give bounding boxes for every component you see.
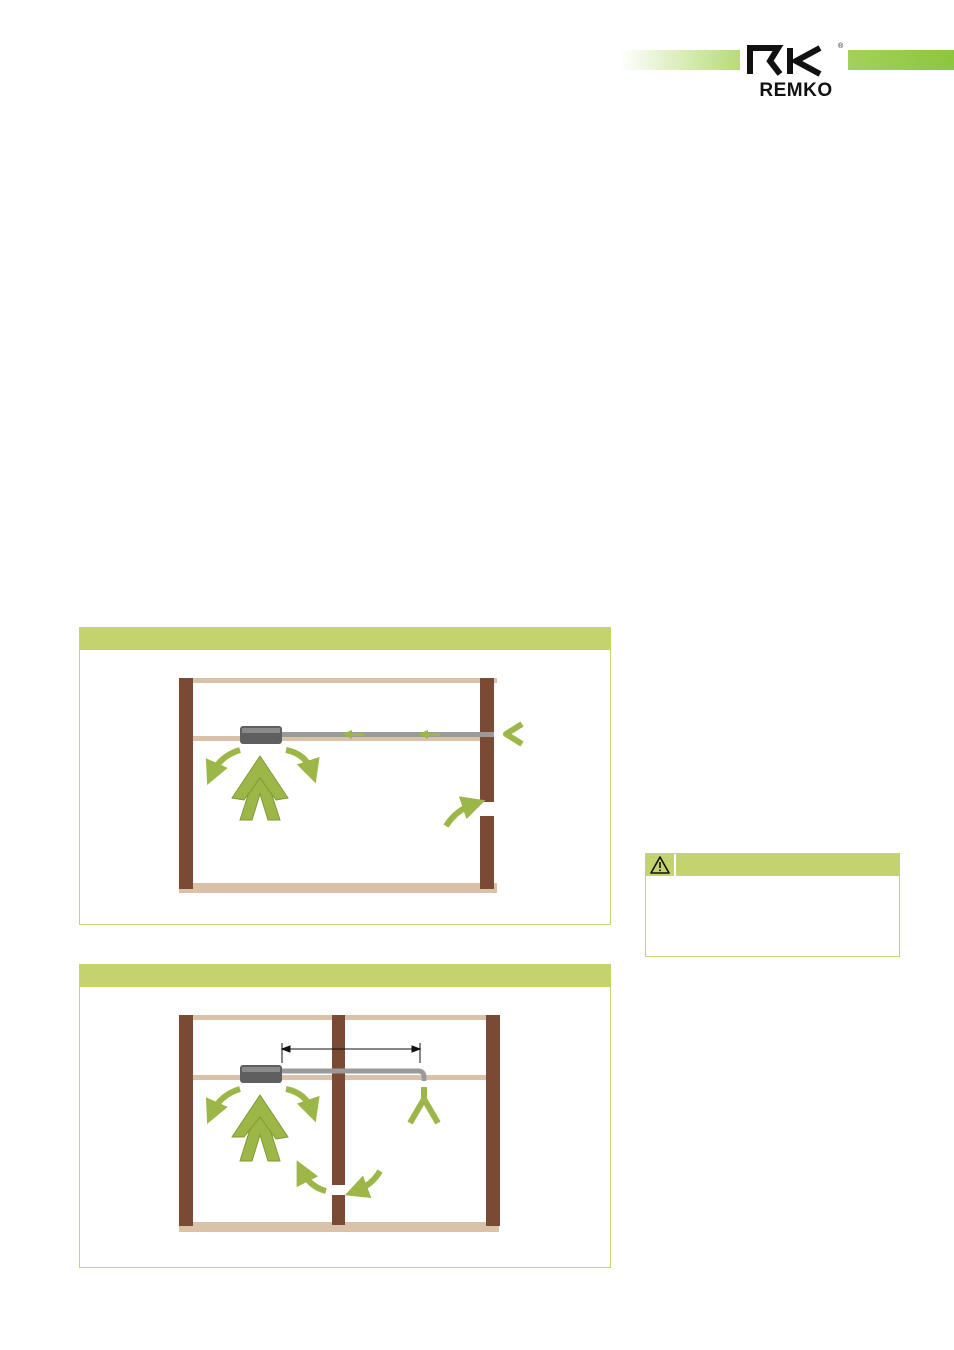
- left-outflow-arrow: [205, 747, 241, 785]
- warm-air-up-arrow: [231, 755, 289, 821]
- middle-wall-upper: [332, 1015, 345, 1185]
- left-outflow-arrow: [205, 1086, 241, 1124]
- floor: [179, 1222, 499, 1232]
- intake-arrow: [503, 721, 524, 747]
- right-wall-lower: [480, 816, 494, 889]
- right-wall-upper: [480, 678, 494, 802]
- transfer-arrow-left-room: [296, 1160, 327, 1194]
- warning-triangle-icon: [646, 854, 676, 876]
- duct-length-dimension: [280, 1043, 422, 1063]
- left-wall: [179, 678, 193, 889]
- figure-1-header: [80, 628, 610, 650]
- duct-flow-arrows: [342, 730, 440, 739]
- warning-header: [646, 854, 899, 876]
- figure-2: [79, 964, 611, 1268]
- outlet-split-arrow: [407, 1087, 441, 1125]
- return-air-arrow: [443, 796, 486, 828]
- figure-2-header: [80, 965, 610, 987]
- middle-wall-lower: [332, 1195, 345, 1225]
- upper-floor: [186, 736, 492, 741]
- ceiling: [179, 678, 497, 683]
- warm-air-up-arrow: [231, 1094, 289, 1162]
- intake-duct: [282, 732, 494, 737]
- right-wall: [486, 1015, 500, 1226]
- header-logo: ®: [620, 36, 954, 106]
- figure-1-diagram: [179, 678, 524, 893]
- remko-logo-mark: [747, 45, 822, 77]
- right-outflow-arrow: [285, 1086, 320, 1123]
- warning-box: [645, 853, 900, 957]
- floor: [179, 883, 497, 893]
- supply-duct: [282, 1068, 427, 1081]
- right-outflow-arrow: [285, 747, 320, 784]
- figure-1: [79, 627, 611, 925]
- svg-text:®: ®: [838, 42, 844, 50]
- figure-2-diagram: [179, 1015, 500, 1232]
- left-wall: [179, 1015, 193, 1226]
- transfer-arrow-right-room: [344, 1169, 383, 1199]
- brand-stripe: ®: [620, 40, 954, 102]
- brand-wordmark: REMKO: [759, 80, 833, 101]
